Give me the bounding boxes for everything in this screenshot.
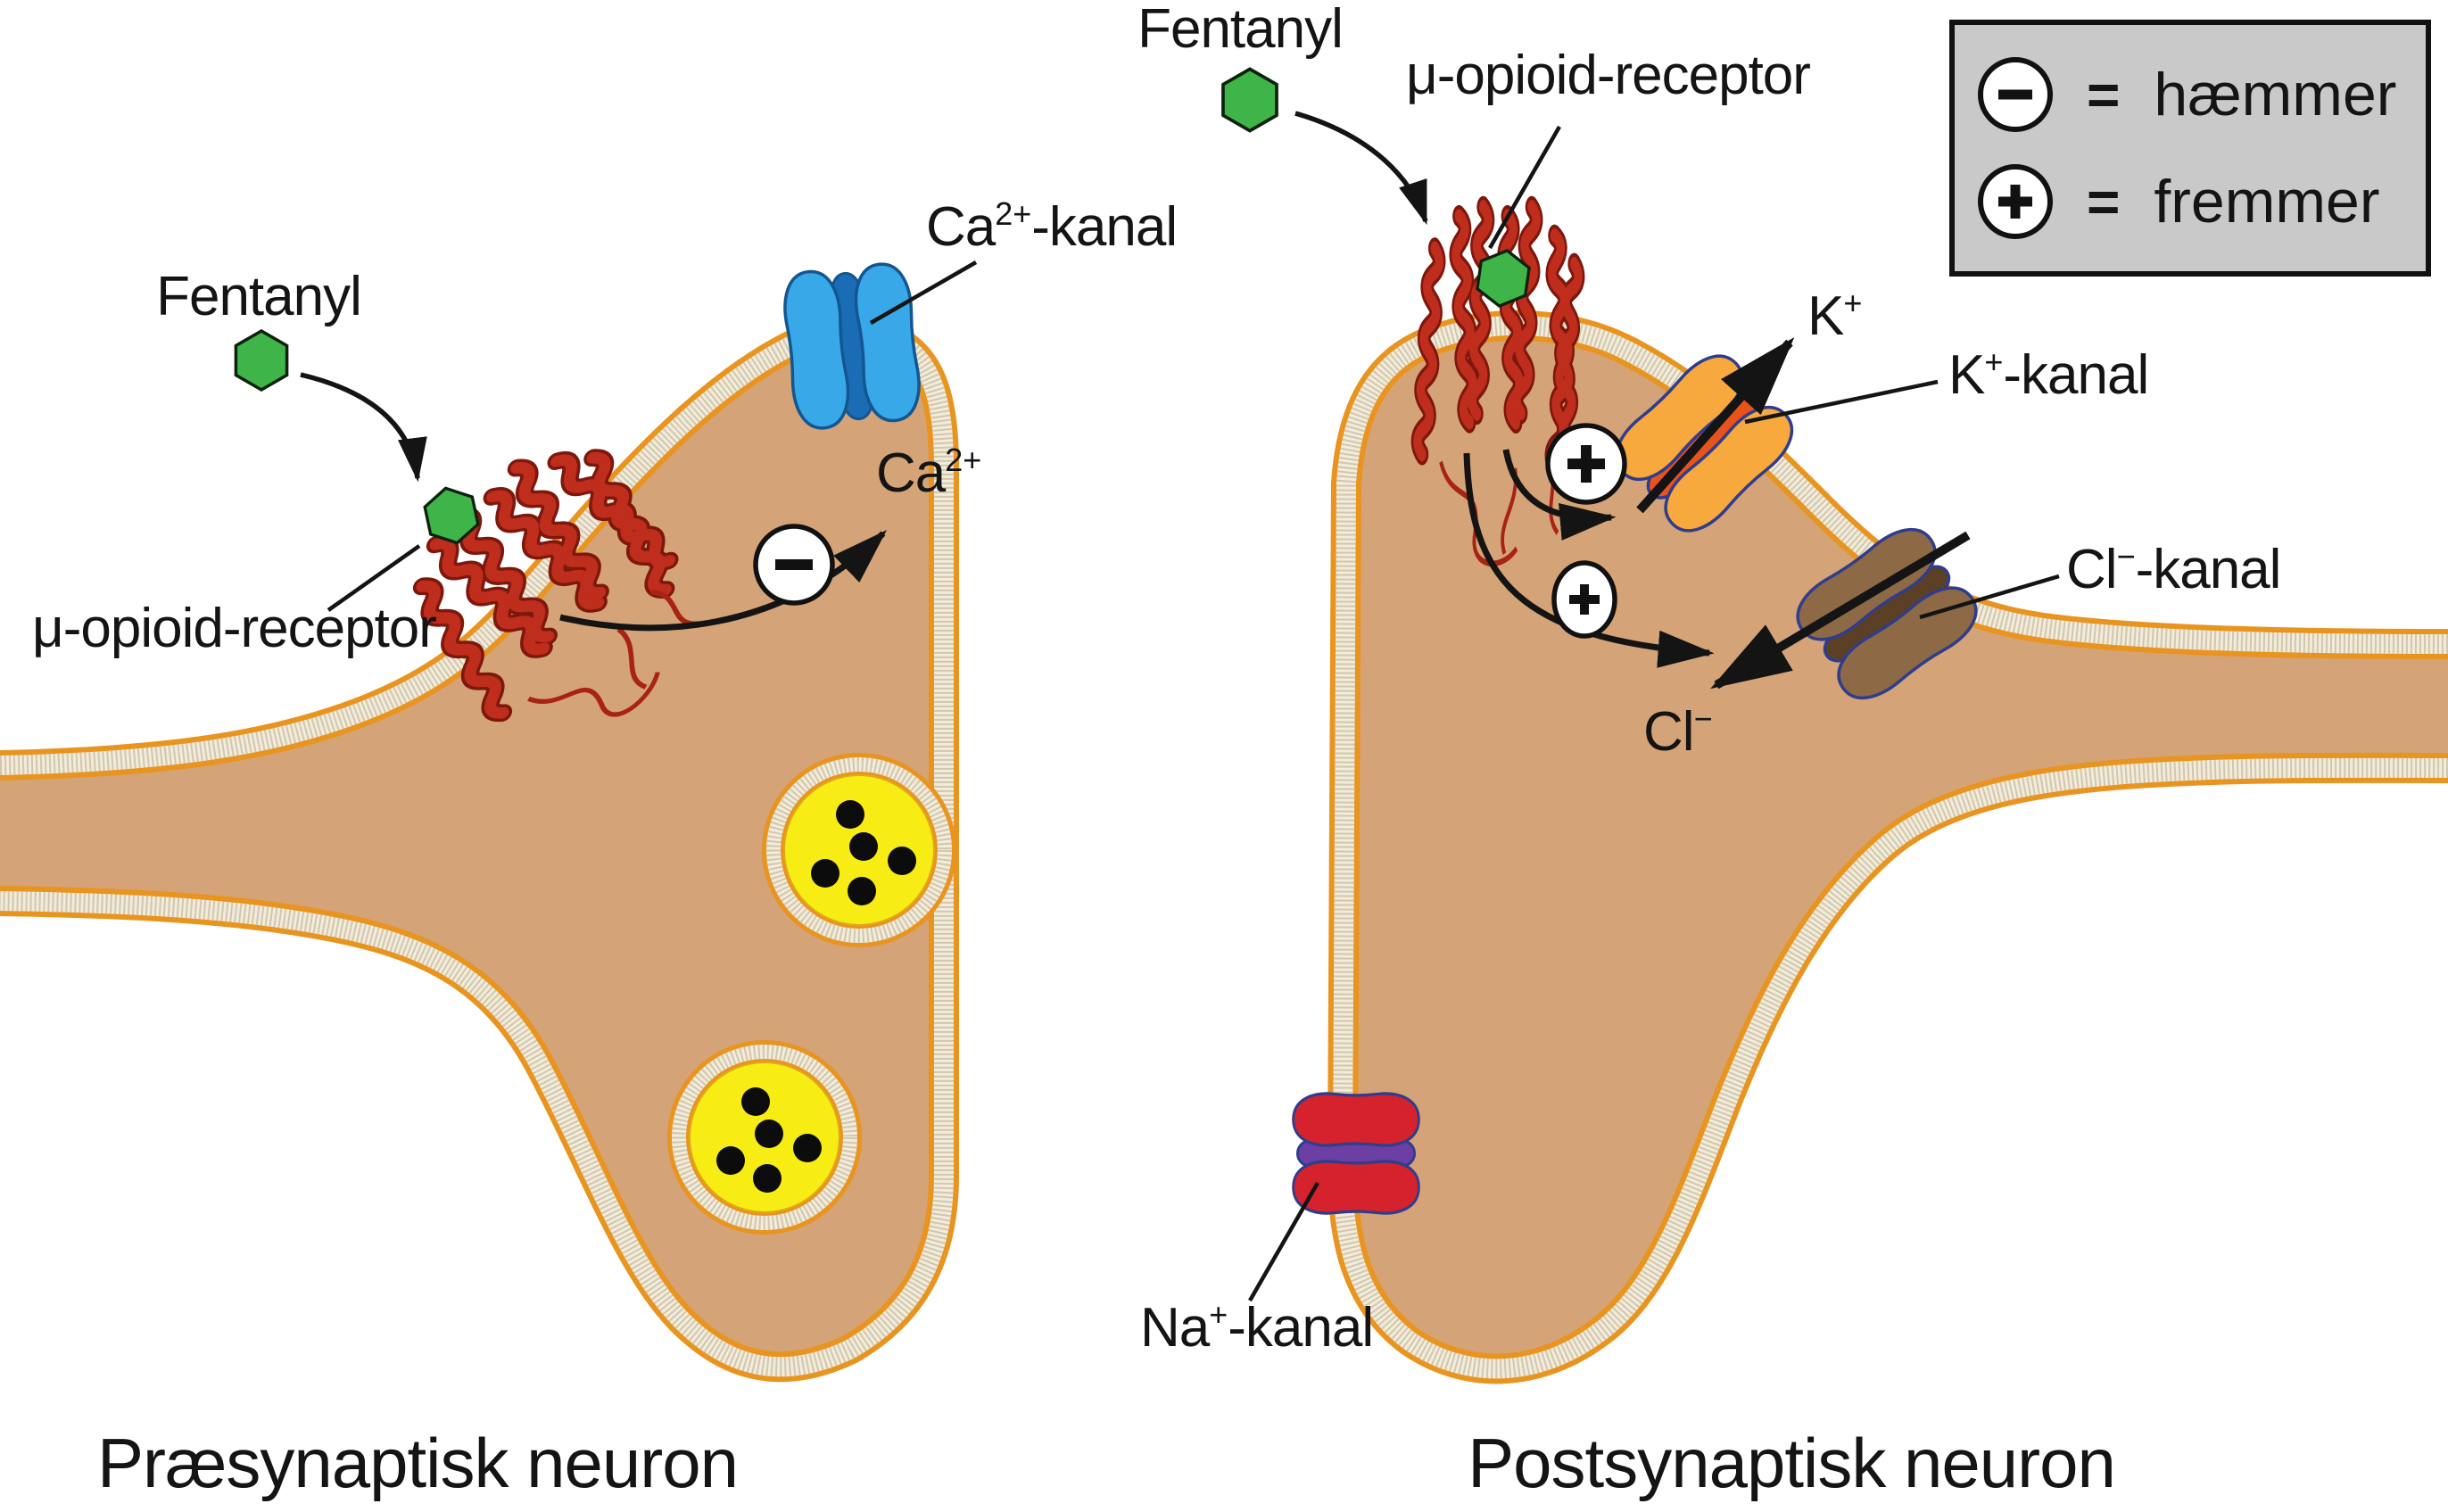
legend-box: = hæmmer = fremmer — [1949, 20, 2431, 277]
cl-ion-label: Cl− — [1643, 699, 1713, 763]
promote-badge-potassium — [1545, 423, 1627, 505]
leader-ca-kanal — [869, 260, 978, 325]
legend-row-promote: = fremmer — [1978, 164, 2426, 239]
ca-ion-label: Ca2+ — [876, 441, 982, 504]
legend-equals: = — [2087, 62, 2121, 127]
fentanyl-binding-arrow-right — [1294, 111, 1428, 226]
fentanyl-molecule-free-left — [234, 329, 289, 392]
fentanyl-binding-arrow-left — [300, 372, 427, 483]
legend-row-inhibit: = hæmmer — [1978, 57, 2426, 132]
potassium-efflux-arrow — [1636, 337, 1795, 514]
caption-postsynaptic: Postsynaptisk neuron — [1468, 1424, 2116, 1502]
leader-mu-receptor-left — [327, 544, 421, 612]
synaptic-vesicle-2 — [679, 1052, 850, 1223]
cl-channel-label: Cl−-kanal — [2066, 537, 2281, 600]
legend-equals: = — [2087, 169, 2121, 234]
fentanyl-label-left: Fentanyl — [156, 266, 362, 327]
mu-receptor-label-left: μ-opioid-receptor — [32, 598, 437, 659]
calcium-channel — [779, 260, 925, 433]
inhibition-arrow-calcium — [559, 530, 888, 632]
presynaptic-neuron — [0, 314, 959, 1383]
minus-icon — [1978, 57, 2053, 132]
promote-badge-chloride — [1551, 560, 1617, 639]
inhibit-badge — [753, 524, 835, 606]
fentanyl-molecule-free-right — [1221, 67, 1278, 133]
leader-k-kanal — [1744, 379, 1939, 425]
caption-presynaptic: Præsynaptisk neuron — [96, 1424, 739, 1502]
postsynaptic-cytoplasm — [1342, 325, 2448, 1369]
postsynaptic-neuron — [1327, 310, 2448, 1384]
activation-arrow-potassium — [1502, 449, 1617, 541]
legend-label-promote: fremmer — [2154, 168, 2380, 235]
leader-na-kanal — [1248, 1181, 1319, 1302]
na-channel-label: Na+-kanal — [1140, 1295, 1374, 1359]
chloride-influx-arrow — [1710, 531, 1971, 690]
legend-label-inhibit: hæmmer — [2154, 61, 2397, 128]
fentanyl-label-right: Fentanyl — [1137, 0, 1344, 60]
k-channel-label: K+-kanal — [1948, 343, 2149, 406]
mu-receptor-label-right: μ-opioid-receptor — [1406, 45, 1811, 106]
activation-arrow-chloride — [1463, 452, 1715, 668]
leader-cl-kanal — [1919, 574, 2060, 620]
synaptic-vesicle-1 — [773, 764, 945, 936]
ca-channel-label: Ca2+-kanal — [926, 194, 1178, 258]
plus-icon — [1978, 164, 2053, 239]
leader-mu-receptor-right — [1488, 125, 1561, 250]
k-ion-label: K+ — [1807, 284, 1863, 347]
